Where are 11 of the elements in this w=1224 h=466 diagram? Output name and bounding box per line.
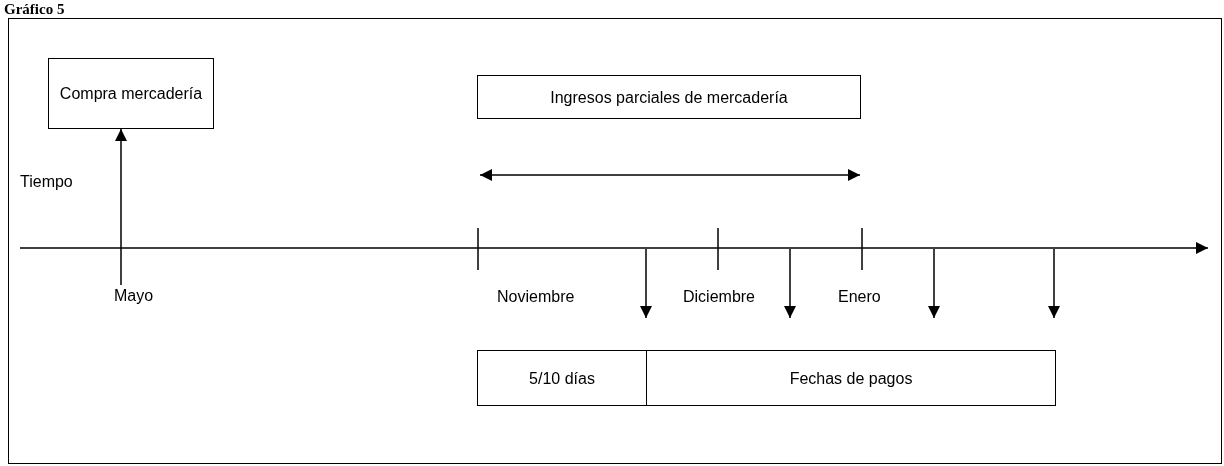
process-box: Ingresos parciales de mercadería bbox=[477, 75, 861, 119]
month-label: Enero bbox=[838, 288, 881, 306]
axis-label: Tiempo bbox=[20, 173, 73, 191]
period-box: 5/10 días bbox=[477, 350, 647, 406]
payment-box: Fechas de pagos bbox=[646, 350, 1056, 406]
figure-title: Gráfico 5 bbox=[4, 1, 65, 18]
month-label: Mayo bbox=[114, 287, 154, 305]
month-label: Noviembre bbox=[497, 288, 575, 306]
arrow bbox=[115, 128, 127, 286]
event-box: Compra mercadería bbox=[48, 58, 214, 129]
month-label: Diciembre bbox=[683, 288, 755, 306]
